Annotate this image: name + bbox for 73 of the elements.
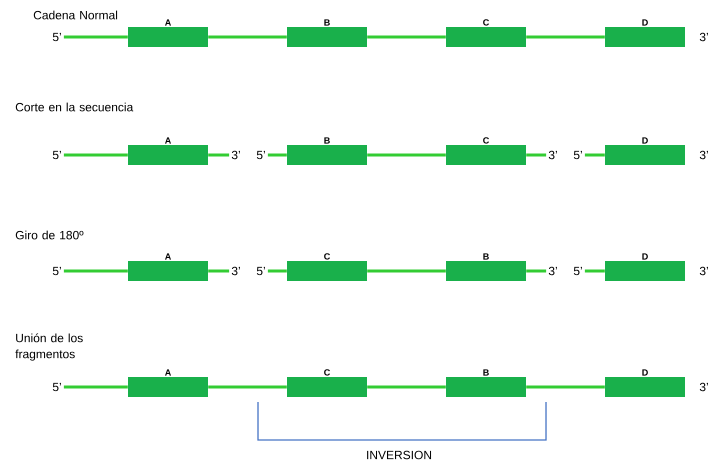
strand-end-label: 3’ <box>700 32 708 42</box>
node-label: A <box>164 19 172 26</box>
gene-box: C <box>446 137 526 165</box>
gene-box: B <box>287 137 367 165</box>
strand-end-label: 3’ <box>548 266 557 276</box>
strand-line <box>367 154 446 156</box>
gene-box: C <box>446 19 526 47</box>
gene-box: D <box>605 137 685 165</box>
gene-box: A <box>128 253 208 281</box>
strand-line <box>208 154 230 156</box>
node-label: C <box>324 253 330 260</box>
strand-end-label: 5’ <box>256 150 265 160</box>
node-label: B <box>483 253 489 260</box>
strand-line <box>208 270 230 272</box>
strand-end-label: 3’ <box>700 150 708 160</box>
node-label: C <box>324 369 330 376</box>
gene-box: D <box>605 19 685 47</box>
strand-line <box>64 270 128 272</box>
node-label: D <box>642 369 648 376</box>
strand-line <box>526 154 546 156</box>
gene-box: D <box>605 253 685 281</box>
node-label: B <box>324 19 330 26</box>
strand-end-label: 5’ <box>574 150 582 160</box>
gene-box: C <box>287 369 367 397</box>
strand-end-label: 5’ <box>52 150 61 160</box>
strand-end-label: 5’ <box>256 266 265 276</box>
strand-line <box>268 270 287 272</box>
row-title: Giro de 180º <box>16 230 84 240</box>
strand-line <box>526 36 605 38</box>
node-label: B <box>483 369 489 376</box>
strand-end-label: 3’ <box>700 266 708 276</box>
strand-line <box>526 386 605 388</box>
strand-line <box>584 154 605 156</box>
strand-end-label: 5’ <box>574 266 582 276</box>
gene-box: D <box>605 369 685 397</box>
strand-line <box>367 36 446 38</box>
strand-line <box>64 386 128 388</box>
node-label: A <box>164 137 172 144</box>
strand-end-label: 3’ <box>548 150 557 160</box>
row-title: Corte en la secuencia <box>16 102 134 112</box>
node-label: D <box>642 19 648 26</box>
strand-end-label: 5’ <box>52 266 61 276</box>
strand-end-label: 3’ <box>700 382 708 392</box>
node-label: D <box>642 253 648 260</box>
row-title: Unión de los fragmentos <box>15 333 83 361</box>
gene-box: C <box>287 253 367 281</box>
strand-end-label: 3’ <box>232 150 240 160</box>
node-label: B <box>324 137 330 144</box>
gene-box: A <box>128 19 208 47</box>
strand-end-label: 3’ <box>232 266 240 276</box>
gene-box: A <box>128 137 208 165</box>
gene-box: B <box>446 369 526 397</box>
strand-line <box>526 270 546 272</box>
strand-line <box>584 270 605 272</box>
strand-end-label: 5’ <box>52 382 61 392</box>
node-label: A <box>164 369 172 376</box>
row-title: Cadena Normal <box>34 10 118 20</box>
node-label: D <box>642 137 648 144</box>
strand-line <box>208 36 287 38</box>
strand-end-label: 5’ <box>52 32 61 42</box>
gene-box: A <box>128 369 208 397</box>
strand-line <box>64 154 128 156</box>
node-label: C <box>483 19 490 26</box>
gene-box: B <box>287 19 367 47</box>
strand-line <box>367 386 446 388</box>
node-label: A <box>164 253 172 260</box>
bracket-label: INVERSION <box>367 450 432 460</box>
strand-line <box>64 36 128 38</box>
gene-box: B <box>446 253 526 281</box>
strand-line <box>367 270 446 272</box>
node-label: C <box>483 137 490 144</box>
strand-line <box>208 386 287 388</box>
strand-line <box>268 154 287 156</box>
